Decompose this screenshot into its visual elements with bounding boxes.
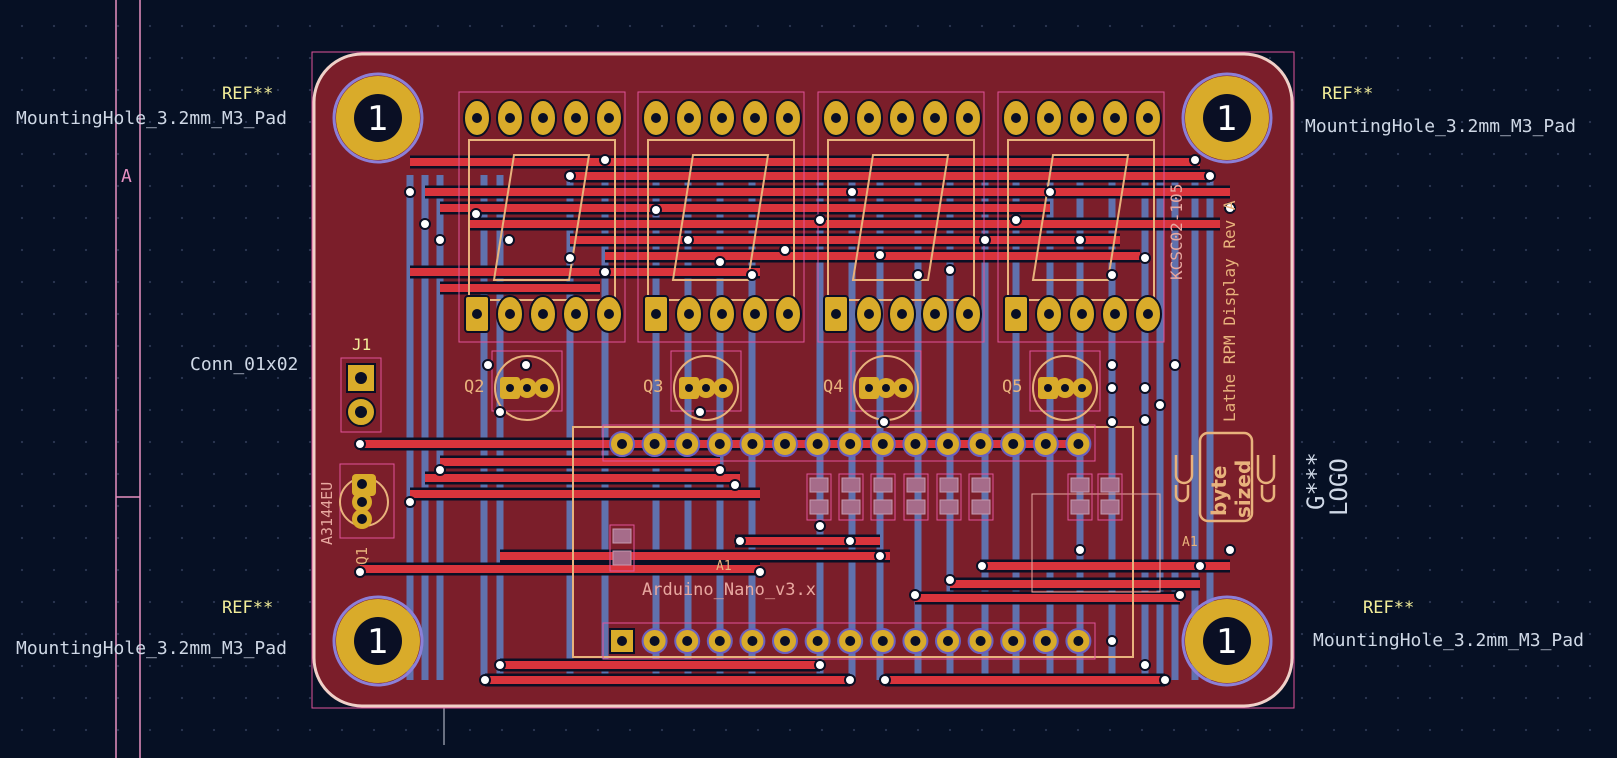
transistor-q5[interactable] bbox=[1029, 350, 1101, 421]
seven-segment-displays bbox=[458, 91, 1165, 343]
mounting-hole-tl-ref: REF** bbox=[222, 84, 274, 104]
display-footprint-1[interactable] bbox=[458, 91, 626, 343]
mounting-hole-bl-value: MountingHole_3.2mm_M3_Pad bbox=[16, 638, 287, 659]
j1-connector[interactable] bbox=[340, 357, 382, 433]
mounting-hole-bl-ref: REF** bbox=[222, 598, 274, 618]
q3-label: Q3 bbox=[643, 377, 664, 397]
mounting-hole-br-ref: REF** bbox=[1363, 598, 1415, 618]
resistor-3[interactable] bbox=[870, 473, 896, 521]
transistor-q2[interactable] bbox=[491, 350, 563, 421]
transistor-q3[interactable] bbox=[670, 350, 742, 421]
mounting-hole-number: 1 bbox=[1216, 99, 1238, 139]
j1-ref: J1 bbox=[352, 335, 372, 354]
arduino-ref: A1 bbox=[716, 559, 732, 574]
display-footprint-2[interactable] bbox=[637, 91, 805, 343]
board-outline-courtyard bbox=[311, 51, 1295, 709]
resistor-8[interactable] bbox=[1097, 473, 1123, 521]
display-footprint-3[interactable] bbox=[817, 91, 985, 343]
mounting-hole-tr-ref: REF** bbox=[1322, 84, 1374, 104]
resistor-4[interactable] bbox=[903, 473, 929, 521]
mounting-hole-br[interactable]: 1 bbox=[1181, 595, 1273, 687]
resistor-5[interactable] bbox=[936, 473, 962, 521]
logo-text-sized: sized bbox=[1231, 459, 1255, 518]
resistor-1[interactable] bbox=[806, 473, 832, 521]
sheet-marker: A bbox=[121, 166, 132, 187]
hall-sensor-label: A3144EU bbox=[318, 481, 336, 545]
byte-sized-logo bbox=[1174, 431, 1276, 523]
mounting-hole-tr-value: MountingHole_3.2mm_M3_Pad bbox=[1305, 116, 1576, 137]
j1-value: Conn_01x02 bbox=[190, 354, 299, 375]
mounting-hole-number: 1 bbox=[1216, 622, 1238, 662]
hall-sensor-footprint[interactable] bbox=[339, 463, 395, 539]
transistor-footprints bbox=[491, 350, 1101, 421]
q4-label: Q4 bbox=[823, 377, 844, 397]
mounting-hole-bl[interactable]: 1 bbox=[332, 595, 424, 687]
arduino-ref-alt: A1 bbox=[1182, 535, 1198, 550]
mounting-hole-tl-value: MountingHole_3.2mm_M3_Pad bbox=[16, 108, 287, 129]
mounting-hole-number: 1 bbox=[367, 99, 389, 139]
vias bbox=[354, 154, 1236, 686]
logo-text-byte: byte bbox=[1207, 465, 1231, 516]
mounting-hole-tr[interactable]: 1 bbox=[1181, 72, 1273, 164]
resistor-footprints bbox=[609, 473, 1123, 572]
mounting-hole-br-value: MountingHole_3.2mm_M3_Pad bbox=[1313, 630, 1584, 651]
display-part-label: KCSC02-105 bbox=[1167, 183, 1186, 280]
resistor-6[interactable] bbox=[968, 473, 994, 521]
q2-label: Q2 bbox=[464, 377, 485, 397]
resistor-2[interactable] bbox=[838, 473, 864, 521]
q1-label: Q1 bbox=[353, 546, 371, 565]
resistor-9[interactable] bbox=[609, 524, 635, 572]
logo-value: LOGO bbox=[1325, 458, 1353, 516]
board-title: Lathe RPM Display Rev A bbox=[1220, 200, 1239, 422]
q5-label: Q5 bbox=[1002, 377, 1023, 397]
mounting-hole-number: 1 bbox=[367, 622, 389, 662]
resistor-7[interactable] bbox=[1067, 473, 1093, 521]
arduino-nano-footprint[interactable] bbox=[572, 424, 1161, 660]
mounting-hole-tl[interactable]: 1 bbox=[332, 72, 424, 164]
display-footprint-4[interactable] bbox=[997, 91, 1165, 343]
arduino-value: Arduino_Nano_v3.x bbox=[642, 580, 816, 600]
